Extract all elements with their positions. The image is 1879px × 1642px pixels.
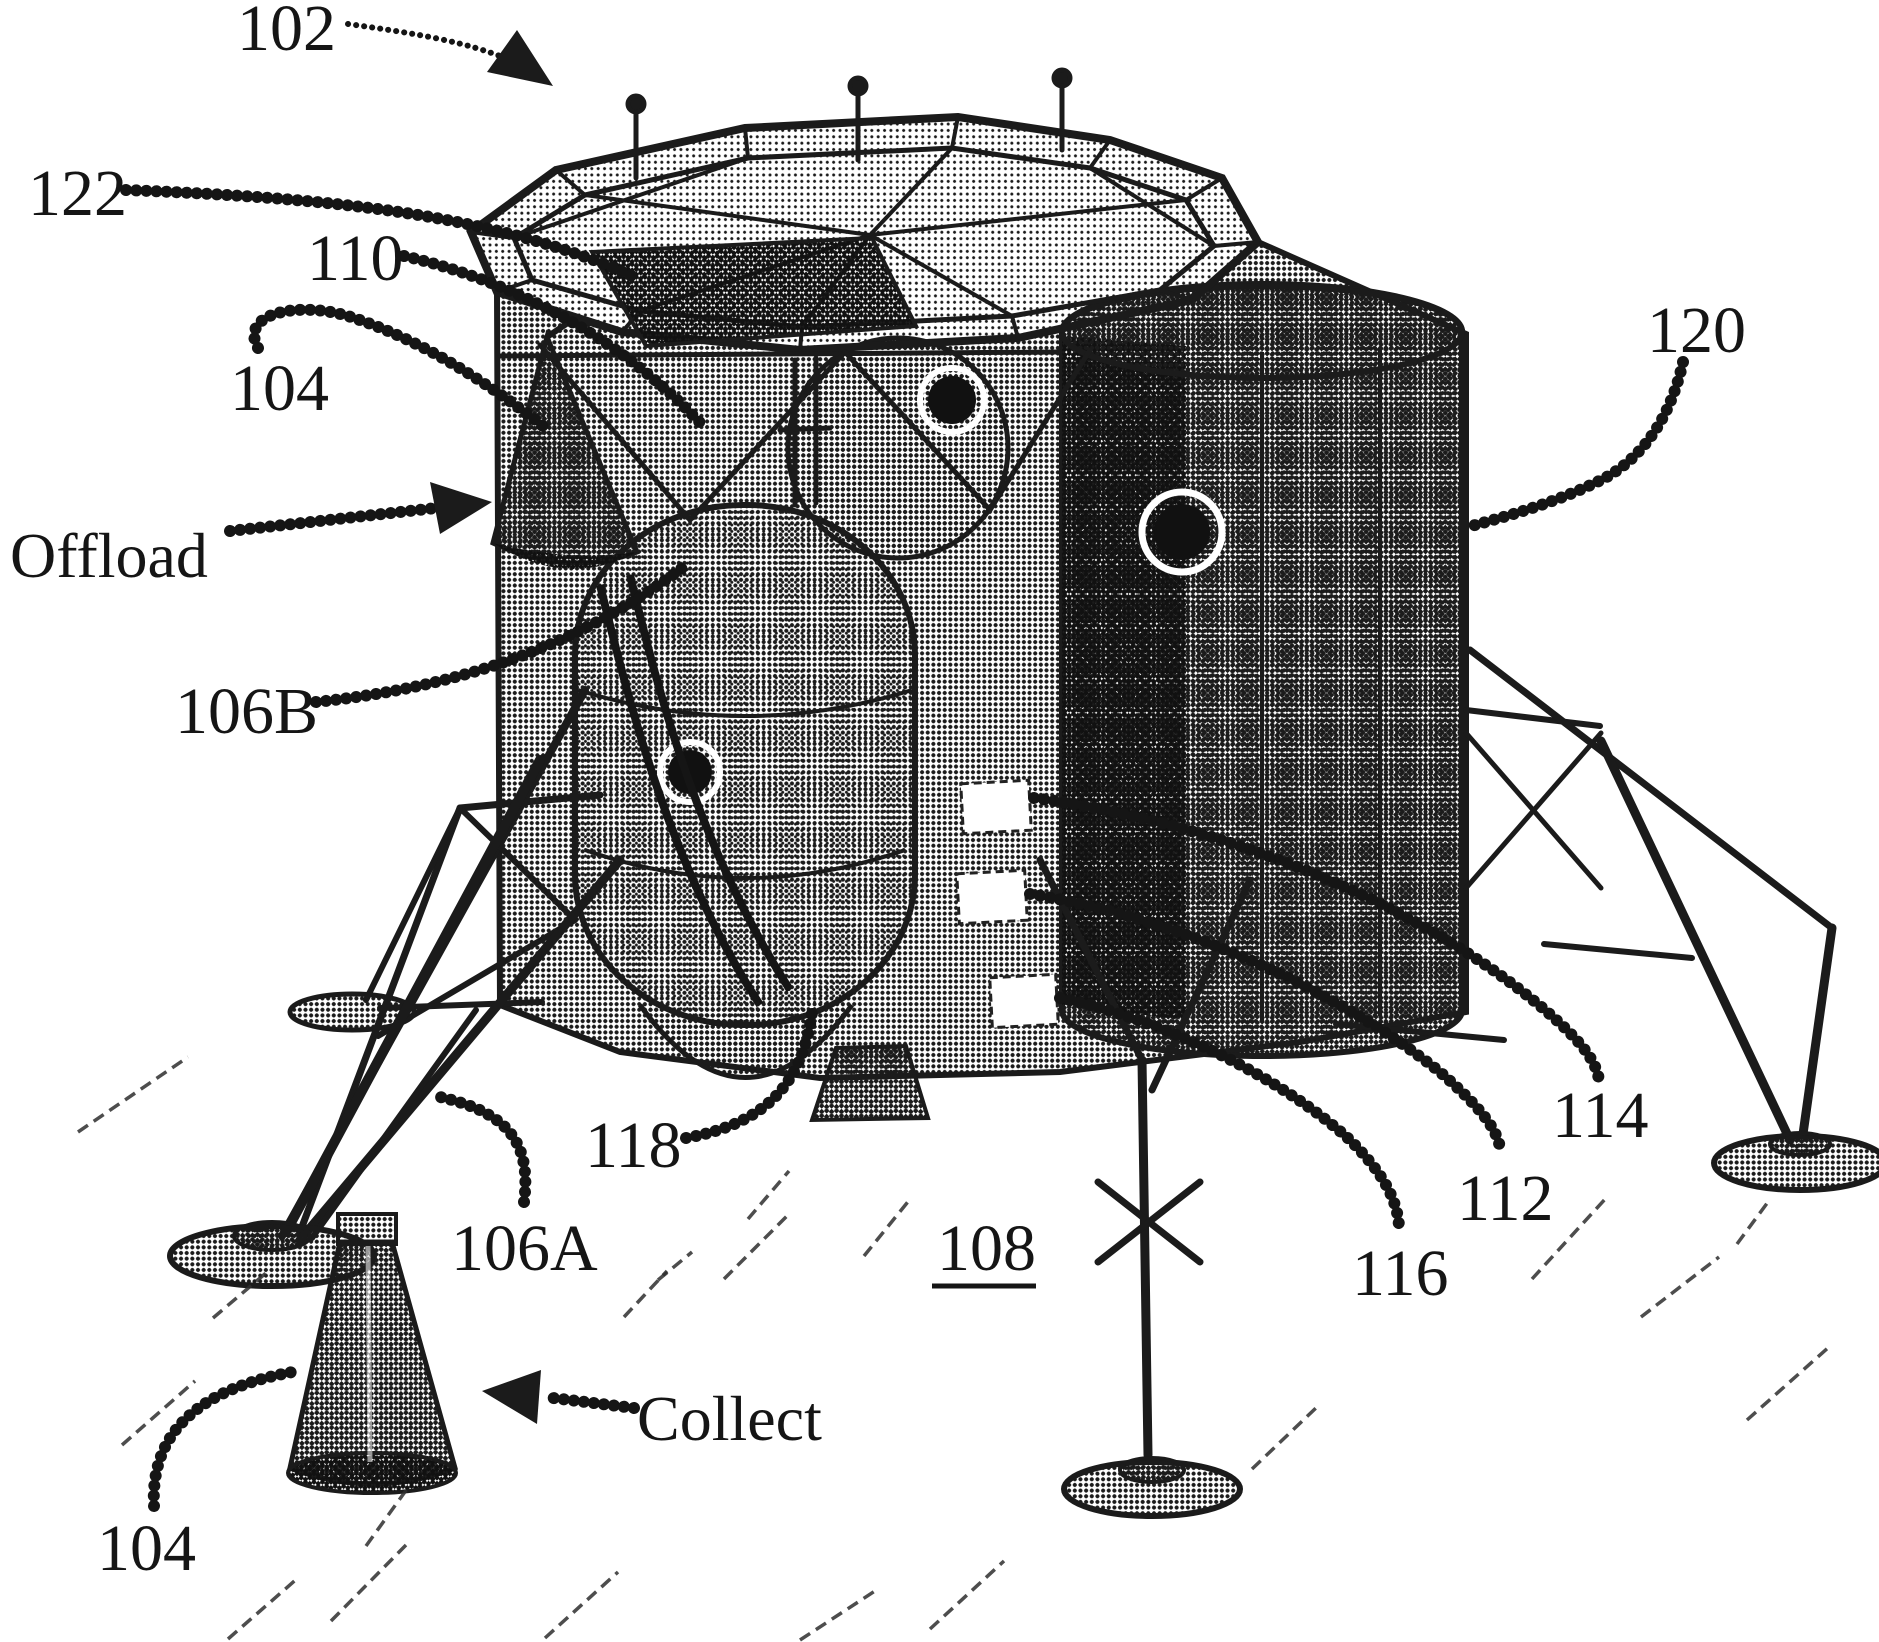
lander-illustration (167, 67, 1879, 1519)
ref-label-114: 114 (1552, 1079, 1649, 1152)
offload-arrow (430, 482, 492, 534)
upper-sphere-tank (785, 335, 1011, 561)
front-tank (572, 502, 918, 1080)
front-left-leg (167, 755, 625, 1289)
leader-104-upper (248, 303, 554, 436)
ref-label-102: 102 (237, 0, 336, 65)
arrow-102 (487, 30, 553, 86)
leader-lines (120, 21, 1689, 1512)
collect-arrow (482, 1370, 541, 1424)
process-label-offload: Offload (10, 520, 208, 591)
leader-118 (680, 999, 819, 1144)
ref-label-108: 108 (937, 1212, 1036, 1285)
instrument-ports (955, 778, 1060, 1030)
ref-label-110: 110 (307, 222, 404, 295)
leader-112 (1024, 888, 1506, 1154)
right-leg (1333, 646, 1879, 1193)
rear-left-footpad (287, 991, 417, 1033)
center-leg (1036, 856, 1254, 1519)
right-tank (1058, 280, 1466, 1060)
ref-label-106B: 106B (175, 675, 318, 748)
ref-label-116: 116 (1352, 1237, 1449, 1310)
antenna-masts (625, 67, 1073, 181)
leader-104-lower (147, 1365, 304, 1512)
leader-110 (398, 250, 711, 434)
tank-port (1138, 488, 1226, 576)
leader-102 (345, 21, 508, 61)
offload-nozzle (490, 313, 641, 569)
leader-120 (1462, 356, 1689, 533)
ref-label-112: 112 (1457, 1162, 1554, 1235)
leader-106B (310, 560, 691, 708)
top-truss-deck (466, 67, 1264, 355)
collect-nozzle (286, 1212, 459, 1495)
ref-label-104-lower: 104 (97, 1512, 196, 1585)
ref-label-122: 122 (28, 157, 127, 230)
leader-114 (1028, 792, 1605, 1086)
leader-106A (434, 1091, 532, 1208)
ref-label-106A: 106A (451, 1212, 598, 1285)
collect-arrow-shaft (539, 1391, 640, 1414)
ref-label-118: 118 (585, 1109, 682, 1182)
process-label-collect: Collect (637, 1383, 822, 1454)
figure-labels: 102 122 110 104 Offload 106B 118 106A 10… (10, 0, 1746, 1585)
leader-116 (1054, 992, 1405, 1232)
deck-opening (588, 235, 920, 349)
leader-122 (120, 184, 638, 282)
ground-hatching (77, 1055, 1831, 1642)
offload-arrow-shaft (224, 502, 442, 537)
ref-label-120: 120 (1647, 294, 1746, 367)
ref-label-104-upper: 104 (230, 352, 329, 425)
engine-detail (809, 1043, 931, 1123)
